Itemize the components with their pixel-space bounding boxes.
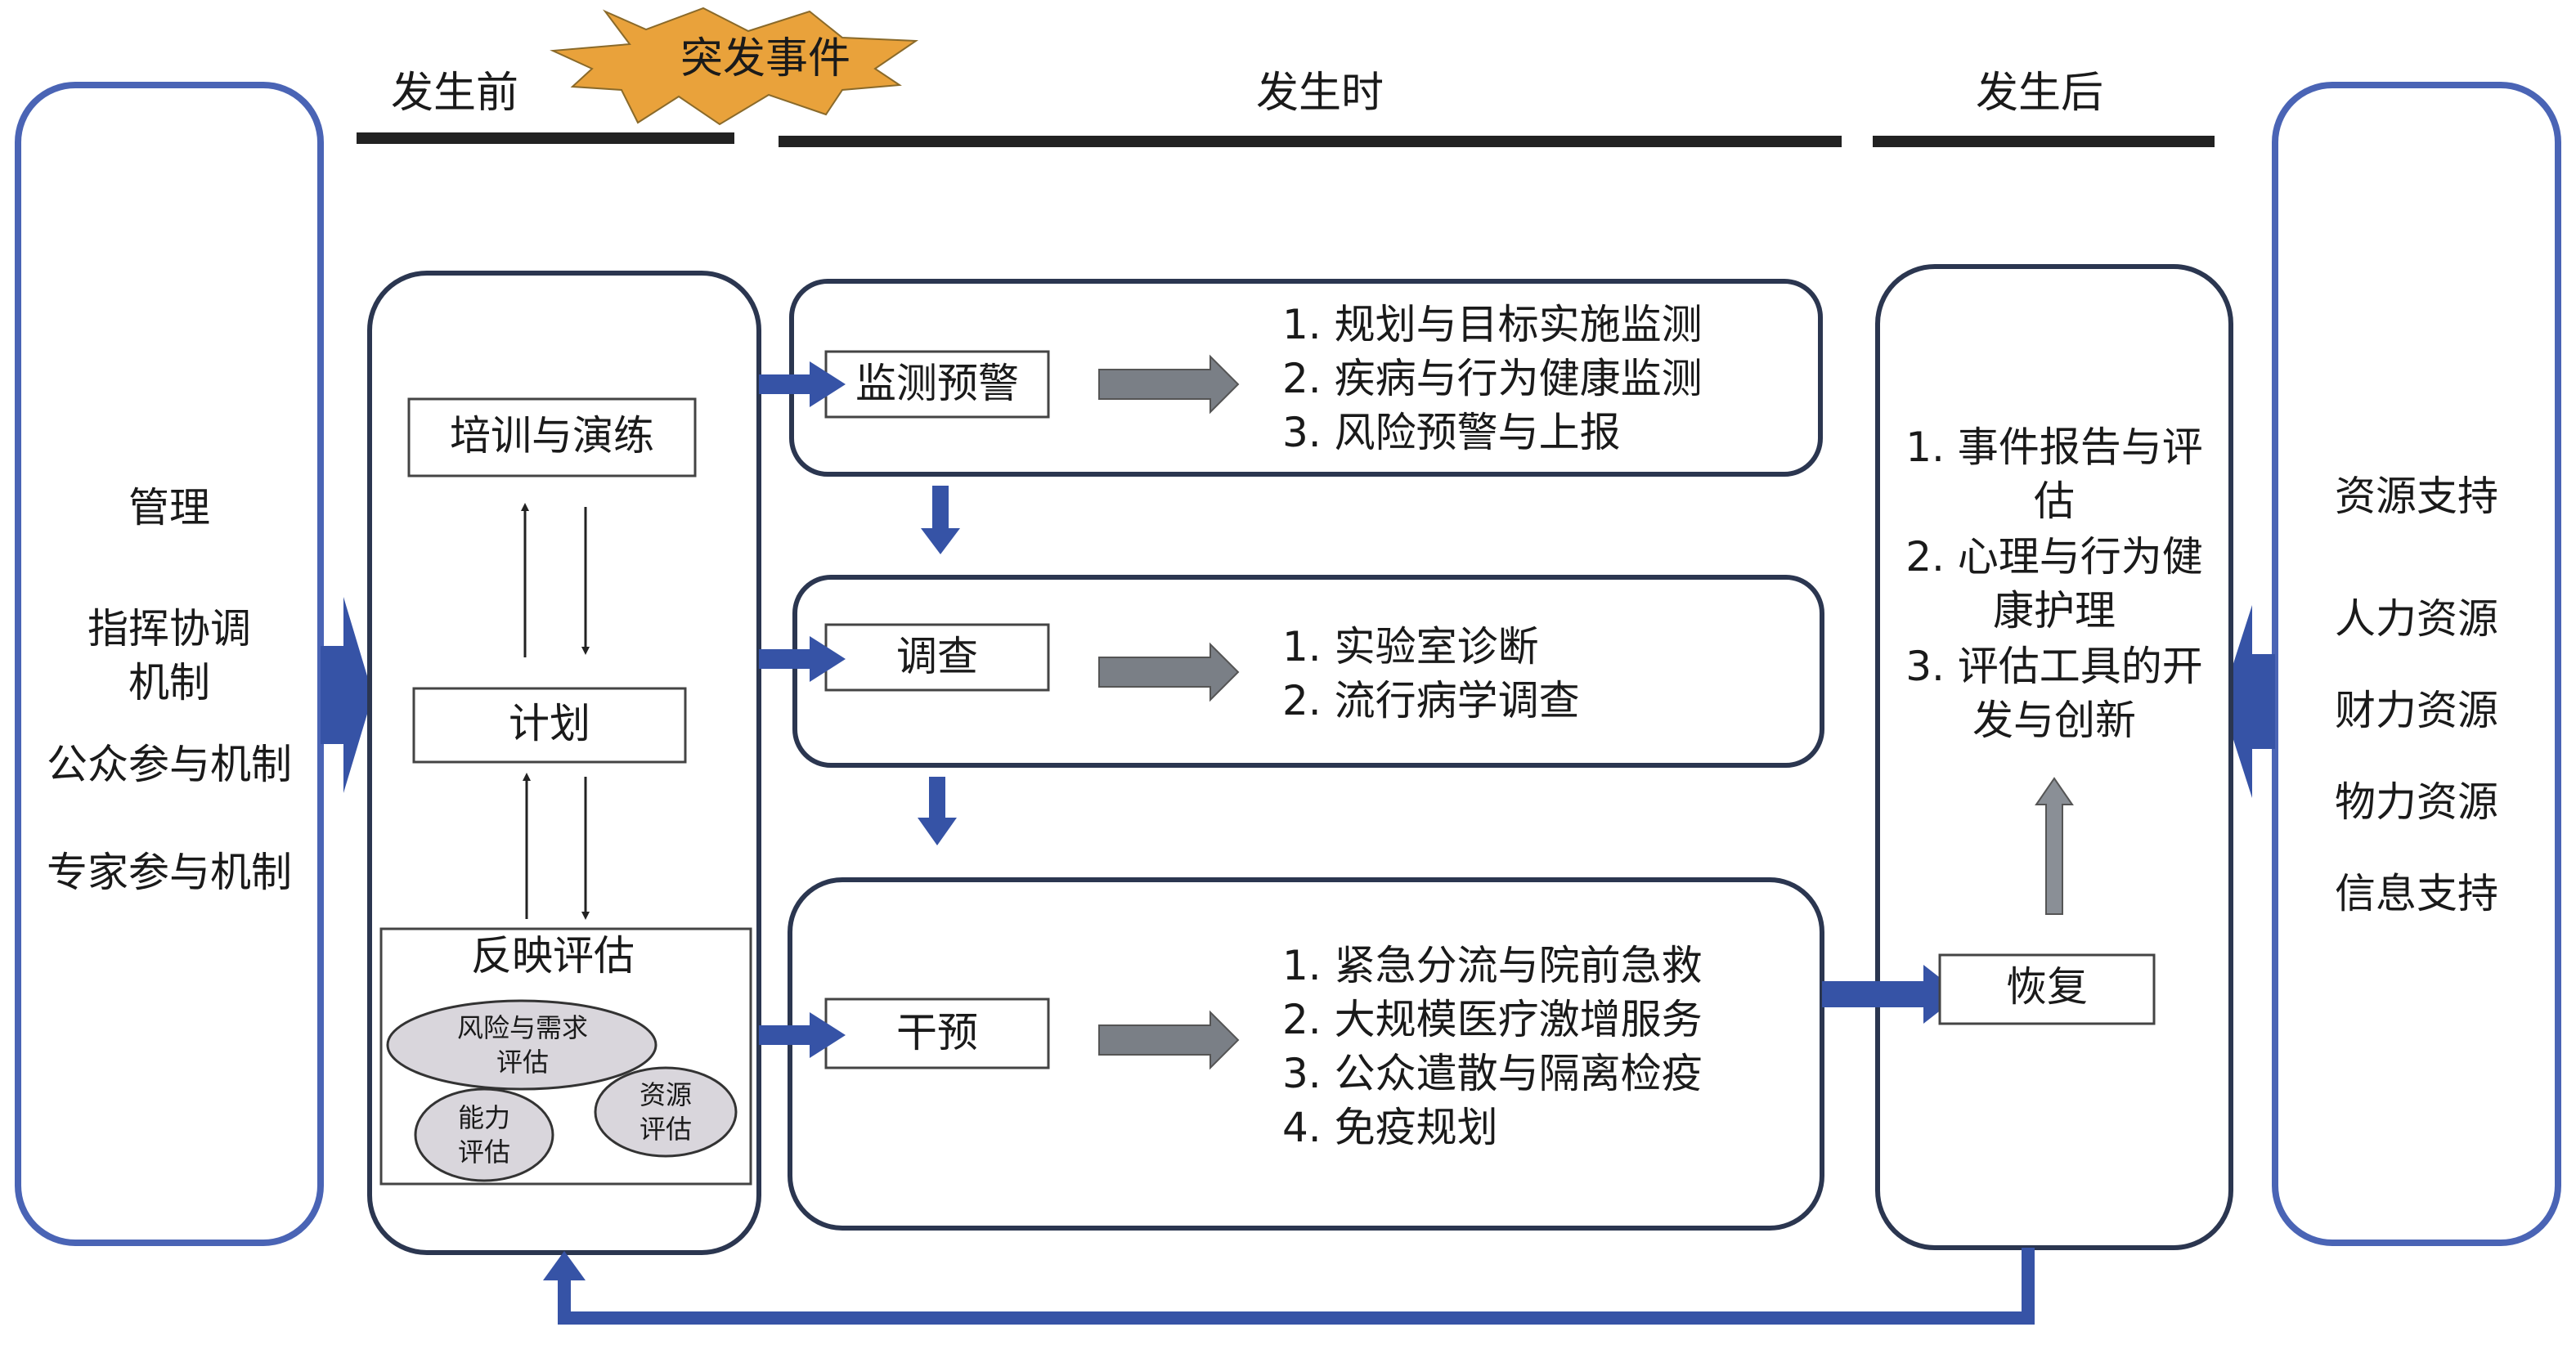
intervention-to-recovery-arrow: [1822, 965, 1961, 1024]
right-panel-arrow: [2221, 605, 2275, 798]
investigation-label-box: [824, 623, 1050, 692]
resource-oval-label: 资源评估: [639, 1079, 692, 1145]
investigation-gray-arrow: [1098, 642, 1240, 702]
prep-to-intervention-arrow: [759, 1012, 846, 1058]
investigation-list-item: 1. 实验室诊断: [1282, 623, 1539, 670]
investigation-list: 1. 实验室诊断 2. 流行病学调查: [1282, 620, 1580, 728]
intervention-panel-frame: [788, 877, 1824, 1231]
left-panel-item-public: 公众参与机制: [47, 741, 292, 788]
intervention-label-box: [824, 998, 1050, 1069]
phase-during-label: 发生时: [1256, 69, 1384, 118]
right-panel-frame: [2272, 82, 2561, 1246]
feedback-loop-line: [558, 1248, 2035, 1325]
monitoring-to-investigation-arrow: [921, 486, 960, 554]
intervention-list-item: 4. 免疫规划: [1282, 1104, 1498, 1151]
after-panel-frame: [1875, 264, 2233, 1250]
monitoring-label-box: [824, 350, 1050, 419]
monitoring-list: 1. 规划与目标实施监测 2. 疾病与行为健康监测 3. 风险预警与上报: [1282, 298, 1703, 460]
feedback-loop-arrowhead: [543, 1251, 586, 1280]
evaluation-label: 反映评估: [471, 932, 635, 980]
monitoring-list-item: 1. 规划与目标实施监测: [1282, 301, 1703, 348]
plan-box: [412, 687, 687, 764]
right-panel-title: 资源支持: [2335, 473, 2498, 520]
risk-oval: [386, 999, 657, 1091]
left-panel-item-expert: 专家参与机制: [47, 849, 292, 896]
after-item-tools: 3. 评估工具的开发与创新: [1905, 643, 2203, 744]
training-label: 培训与演练: [450, 412, 654, 460]
monitoring-gray-arrow: [1098, 354, 1240, 415]
right-panel-item-financial: 财力资源: [2335, 687, 2498, 734]
left-panel-item-command: 指挥协调: [88, 605, 251, 652]
phase-bar-during: [779, 136, 1842, 147]
intervention-list-item: 2. 大规模医疗激增服务: [1282, 996, 1703, 1043]
training-box: [407, 397, 697, 477]
phase-bar-before: [357, 132, 734, 144]
left-panel-item-management: 管理: [128, 484, 210, 531]
phase-after-label: 发生后: [1976, 69, 2104, 118]
investigation-list-item: 2. 流行病学调查: [1282, 677, 1580, 724]
after-item-care: 2. 心理与行为健康护理: [1905, 533, 2203, 634]
monitoring-label: 监测预警: [855, 360, 1019, 407]
capacity-oval-label: 能力评估: [457, 1102, 510, 1168]
right-panel-item-human: 人力资源: [2335, 595, 2498, 643]
recovery-up-arrow: [2035, 777, 2074, 915]
right-panel-item-information: 信息支持: [2335, 870, 2498, 917]
recovery-label: 恢复: [2006, 963, 2088, 1011]
left-panel-arrow: [321, 597, 373, 793]
investigation-label: 调查: [896, 633, 978, 680]
recovery-box: [1938, 953, 2156, 1025]
plan-label: 计划: [509, 700, 590, 747]
intervention-list: 1. 紧急分流与院前急救 2. 大规模医疗激增服务 3. 公众遣散与隔离检疫 4…: [1282, 939, 1703, 1154]
intervention-gray-arrow: [1098, 1010, 1240, 1070]
intervention-list-item: 1. 紧急分流与院前急救: [1282, 942, 1703, 989]
event-burst-label: 突发事件: [680, 34, 851, 83]
intervention-label: 干预: [896, 1009, 978, 1056]
monitoring-list-item: 2. 疾病与行为健康监测: [1282, 355, 1703, 402]
investigation-to-intervention-arrow: [918, 777, 957, 845]
phase-bar-after: [1873, 136, 2215, 147]
right-panel-item-material: 物力资源: [2335, 778, 2498, 826]
phase-before-label: 发生前: [391, 69, 519, 118]
capacity-oval: [414, 1087, 554, 1182]
investigation-panel-frame: [792, 575, 1824, 768]
monitoring-list-item: 3. 风险预警与上报: [1282, 409, 1621, 456]
prep-to-investigation-arrow: [759, 636, 846, 682]
left-panel-item-mechanism: 机制: [128, 659, 210, 706]
risk-oval-label: 风险与需求评估: [456, 1012, 588, 1078]
intervention-list-item: 3. 公众遣散与隔离检疫: [1282, 1050, 1703, 1097]
event-burst-shape: [550, 7, 919, 126]
prep-to-monitoring-arrow: [759, 361, 846, 407]
resource-oval: [594, 1066, 738, 1158]
after-item-report: 1. 事件报告与评估: [1905, 424, 2203, 525]
